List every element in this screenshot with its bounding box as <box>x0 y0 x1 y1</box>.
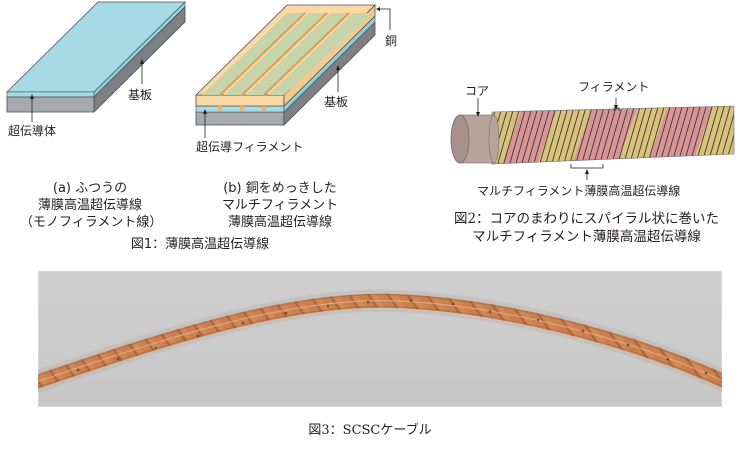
label-filament: フィラメント <box>578 80 650 94</box>
label-superconductor: 超伝導体 <box>8 124 57 138</box>
figure2-caption: 図2：コアのまわりにスパイラル状に巻いた マルチフィラメント薄膜高温超伝導線 <box>430 210 743 246</box>
caption-a-line2: 薄膜高温超伝導線 <box>37 198 142 213</box>
label-copper: 銅 <box>385 34 398 48</box>
label-substrate-b: 基板 <box>324 95 349 109</box>
caption-panel-a: (a) ふつうの 薄膜高温超伝導線 （モノフィラメント線） <box>20 180 163 231</box>
scsc-cable-photo <box>38 271 722 407</box>
figure2-caption-line1: 図2：コアのまわりにスパイラル状に巻いた <box>453 211 720 227</box>
label-multifilament-cable: マルチフィラメント薄膜高温超伝導線 <box>477 184 681 198</box>
figure1-caption: 図1：薄膜高温超伝導線 <box>130 237 270 252</box>
label-core: コア <box>465 84 490 98</box>
caption-b-line2: マルチフィラメント <box>221 198 339 213</box>
figure2-diagram <box>430 60 743 180</box>
caption-b-line1: (b) 銅をめっきした <box>223 181 337 196</box>
caption-panel-b: (b) 銅をめっきした マルチフィラメント 薄膜高温超伝導線 <box>210 180 350 231</box>
label-sc-filament: 超伝導フィラメント <box>196 140 304 154</box>
figure3-caption: 図3：SCSCケーブル <box>308 423 432 438</box>
caption-a-line3: （モノフィラメント線） <box>20 215 163 230</box>
figure1-panel-b-diagram <box>180 0 420 160</box>
figure1-panel-a-diagram <box>0 0 200 150</box>
caption-a-line1: (a) ふつうの <box>52 181 128 196</box>
figure2-caption-line2: マルチフィラメント薄膜高温超伝導線 <box>472 229 701 245</box>
label-substrate-a: 基板 <box>128 88 153 102</box>
caption-b-line3: 薄膜高温超伝導線 <box>227 215 332 230</box>
